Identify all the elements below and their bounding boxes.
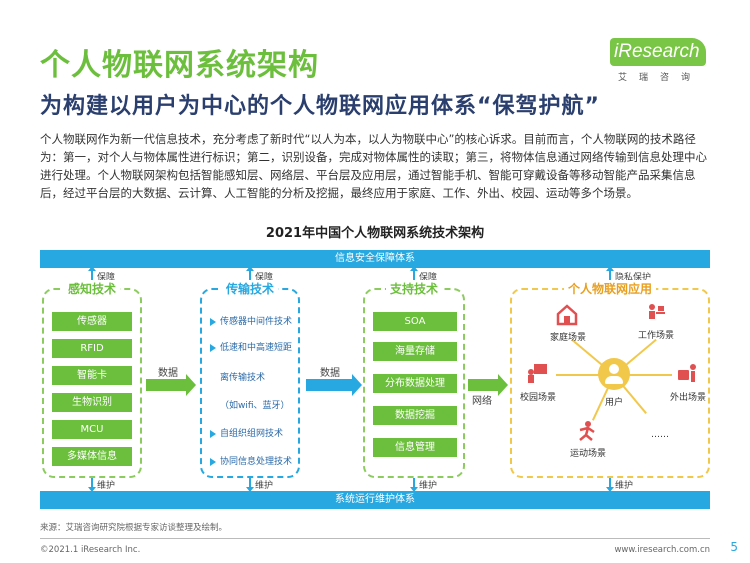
transport-panel: 传输技术 传感器中间件技术 低速和中高速短距 离传输技术 （如wifi、蓝牙） … xyxy=(200,280,300,478)
sensing-item: 多媒体信息 xyxy=(52,447,132,466)
protect-arrow-1 xyxy=(88,266,96,288)
transport-item: 协同信息处理技术 xyxy=(210,456,300,468)
footer-divider xyxy=(40,538,710,539)
maintain-label-2: 维护 xyxy=(255,481,274,491)
source-note: 来源：艾瑞咨询研究院根据专家访谈整理及绘制。 xyxy=(40,523,228,533)
maintenance-bar: 系统运行维护体系 xyxy=(40,491,710,509)
sensing-item: 传感器 xyxy=(52,312,132,331)
page-number: 5 xyxy=(730,540,738,554)
maintain-label-3: 维护 xyxy=(419,481,438,491)
sensing-item: RFID xyxy=(52,339,132,358)
network-arrow xyxy=(468,374,508,396)
page-title: 个人物联网系统架构 xyxy=(40,48,319,83)
work-scene-label: 工作场景 xyxy=(637,331,674,341)
support-item: 数据挖掘 xyxy=(373,406,457,425)
application-panel: 个人物联网应用 用户 家庭场景 工作场景 校园场景 外出场景 运动场景 …… xyxy=(510,280,710,478)
transport-item: 传感器中间件技术 xyxy=(210,316,300,328)
protect-label-1: 保障 xyxy=(97,273,116,283)
transport-item: 低速和中高速短距 xyxy=(210,342,300,354)
maintain-arrow-4 xyxy=(606,478,614,492)
connector-line xyxy=(614,374,672,376)
transport-item: 自组织组网技术 xyxy=(210,428,300,440)
protect-arrow-2 xyxy=(246,266,254,288)
home-scene-label: 家庭场景 xyxy=(549,333,586,343)
sensing-panel: 感知技术 传感器 RFID 智能卡 生物识别 MCU 多媒体信息 xyxy=(42,280,142,478)
sensing-title: 感知技术 xyxy=(63,280,121,297)
intro-paragraph: 个人物联网作为新一代信息技术，充分考虑了新时代“以人为本，以人为物联中心”的核心… xyxy=(40,132,707,200)
support-item: SOA xyxy=(373,312,457,331)
logo-brand: iResearch xyxy=(610,38,706,66)
sensing-item: 生物识别 xyxy=(52,393,132,412)
logo-sub: 艾瑞咨询 xyxy=(618,73,703,83)
sensing-item: MCU xyxy=(52,420,132,439)
support-item: 信息管理 xyxy=(373,438,457,457)
user-label: 用户 xyxy=(604,398,623,408)
support-item: 分布数据处理 xyxy=(373,374,457,393)
application-title: 个人物联网应用 xyxy=(563,280,657,297)
sports-scene-label: 运动场景 xyxy=(569,449,606,459)
maintain-arrow-2 xyxy=(246,478,254,492)
campus-scene-label: 校园场景 xyxy=(519,393,556,403)
work-icon xyxy=(649,304,665,319)
outdoor-scene-label: 外出场景 xyxy=(669,393,706,403)
copyright: ©2021.1 iResearch Inc. xyxy=(40,545,141,555)
maintain-arrow-1 xyxy=(88,478,96,492)
page-subtitle: 为构建以用户为中心的个人物联网应用体系“保驾护航” xyxy=(40,94,600,119)
site-url[interactable]: www.iresearch.com.cn xyxy=(614,545,710,555)
data-arrow-2 xyxy=(306,374,362,396)
more-scenes-label: …… xyxy=(651,430,669,440)
support-title: 支持技术 xyxy=(385,280,443,297)
maintain-arrow-3 xyxy=(410,478,418,492)
iresearch-logo: iResearch 艾瑞咨询 xyxy=(610,38,710,86)
privacy-label: 隐私保护 xyxy=(615,273,652,283)
privacy-arrow xyxy=(606,266,614,288)
sports-icon xyxy=(579,421,595,441)
outdoor-icon xyxy=(678,364,696,382)
data-arrow-1 xyxy=(146,374,196,396)
transport-title: 传输技术 xyxy=(221,280,279,297)
support-item: 海量存储 xyxy=(373,342,457,361)
network-arrow-label: 网络 xyxy=(472,396,492,407)
protect-arrow-3 xyxy=(410,266,418,288)
sensing-item: 智能卡 xyxy=(52,366,132,385)
data-arrow-2-label: 数据 xyxy=(320,368,340,379)
data-arrow-1-label: 数据 xyxy=(158,368,178,379)
campus-icon xyxy=(528,364,547,383)
maintain-label-4: 维护 xyxy=(615,481,634,491)
protect-label-2: 保障 xyxy=(255,273,274,283)
support-panel: 支持技术 SOA 海量存储 分布数据处理 数据挖掘 信息管理 xyxy=(363,280,465,478)
diagram-title: 2021年中国个人物联网系统技术架构 xyxy=(265,226,485,241)
home-icon xyxy=(556,304,578,326)
maintain-label-1: 维护 xyxy=(97,481,116,491)
security-bar: 信息安全保障体系 xyxy=(40,250,710,268)
transport-item: （如wifi、蓝牙） xyxy=(220,401,290,411)
transport-item: 离传输技术 xyxy=(220,373,266,383)
protect-label-3: 保障 xyxy=(419,273,438,283)
user-icon xyxy=(598,358,630,390)
